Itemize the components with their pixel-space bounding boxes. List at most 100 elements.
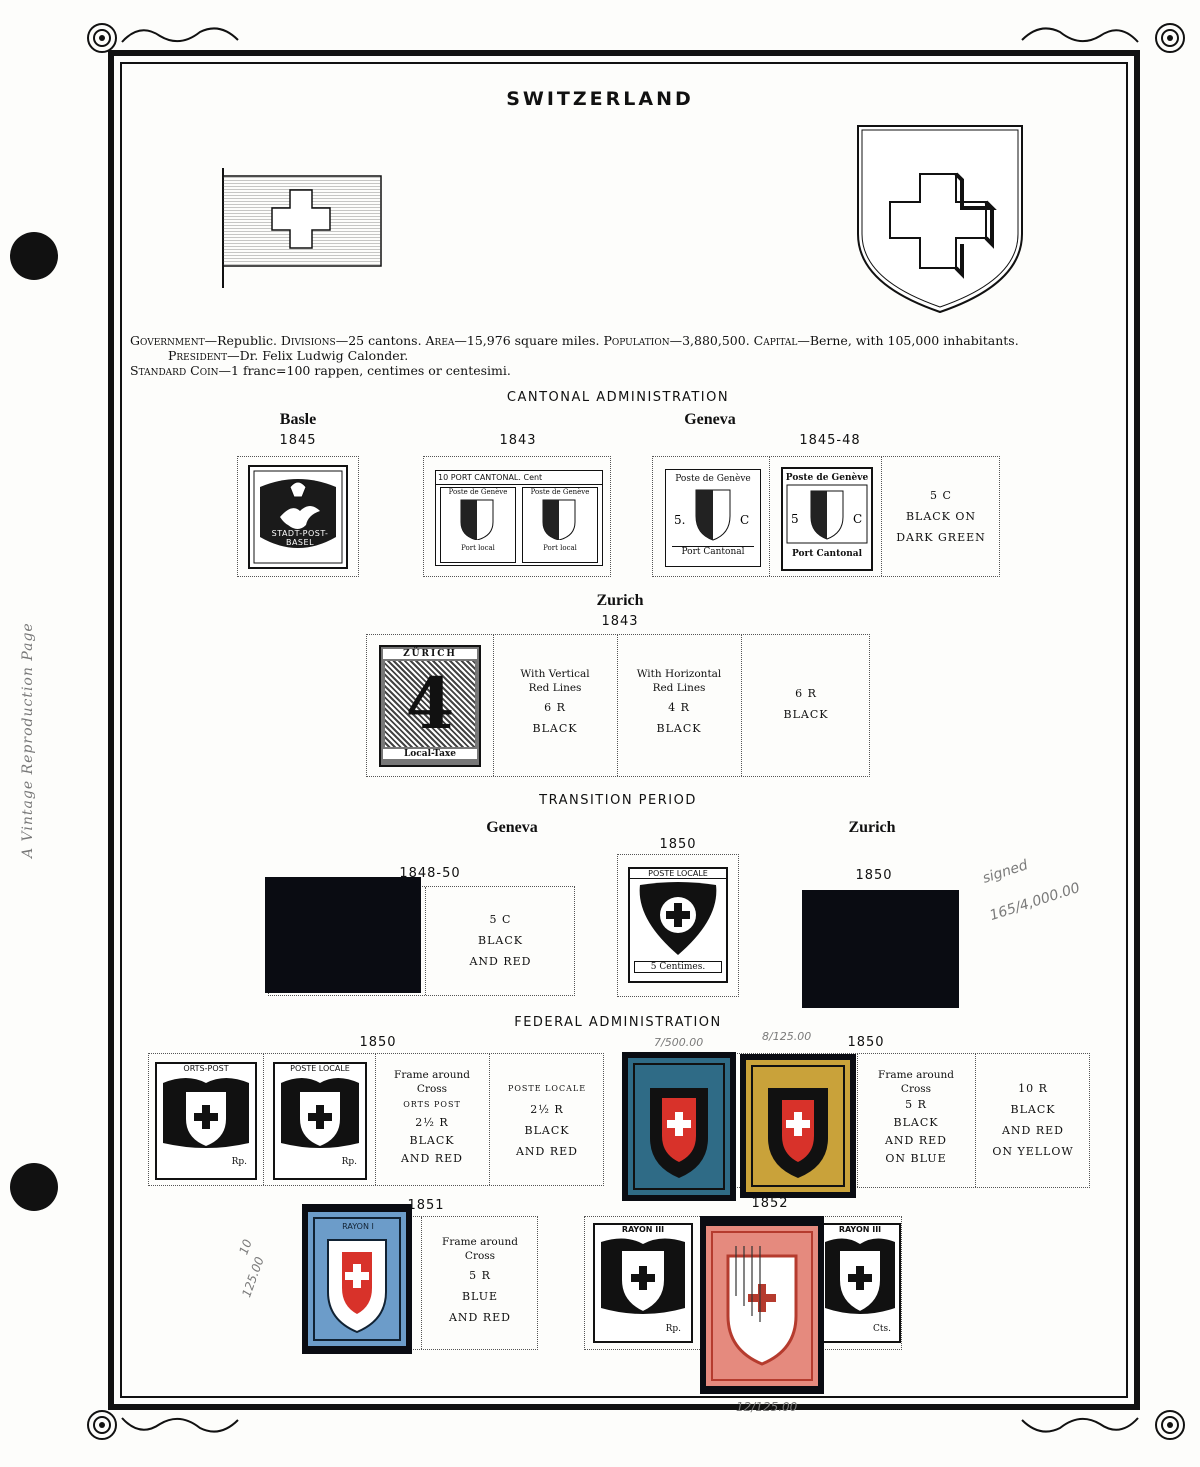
stamp-rayon-i-blue-5r[interactable] — [628, 1058, 730, 1195]
stamp-zurich-4[interactable]: ZÜRICH 4 Local-Taxe — [379, 645, 481, 767]
divider — [857, 1054, 858, 1187]
desc-federal-5r: Frame around Cross 5 R BLACK AND RED ON … — [878, 1069, 954, 1165]
stamp-poste-locale-5c[interactable]: POSTE LOCALE 5 Centimes. — [628, 867, 728, 983]
year-basle: 1845 — [279, 433, 317, 448]
info-line-2: President—Dr. Felix Ludwig Calonder. — [168, 348, 409, 363]
info-line-1: Government—Republic. Divisions—25 canton… — [130, 333, 1019, 348]
coat-of-arms-icon — [857, 125, 1023, 314]
divider — [617, 635, 618, 776]
scroll-ornament-icon — [1021, 1417, 1139, 1433]
swiss-cross-shield-icon — [711, 1231, 813, 1381]
year-1852: 1852 — [751, 1196, 789, 1211]
stamp-geneva-double-header: 10 PORT CANTONAL. Cent — [436, 471, 602, 485]
stamp-space-federal-left[interactable]: ORTS-POST Rp. POSTE LOCALE Rp. Frame aro… — [148, 1053, 604, 1186]
stamp-space-zurich[interactable]: ZÜRICH 4 Local-Taxe With Vertical Red Li… — [366, 634, 870, 777]
stamp-rayon-iii-15cts[interactable]: RAYON III Cts. — [819, 1223, 901, 1343]
year-zurich: 1843 — [601, 614, 639, 629]
desc-geneva-5c: 5 C BLACK ON DARK GREEN — [896, 489, 986, 544]
stamp-rayon-iii-red[interactable] — [706, 1226, 818, 1386]
pencil-note-10r: 8/125.00 — [762, 1030, 812, 1043]
page-frame-outer — [108, 50, 1140, 1410]
stamp-space-geneva-1843[interactable]: 10 PORT CANTONAL. Cent Poste de Genève P… — [423, 456, 611, 577]
swiss-cross-shield-icon — [281, 1078, 359, 1149]
corner-ornament-icon — [1155, 23, 1185, 53]
swiss-cross-shield-icon — [313, 1217, 401, 1341]
year-federal-right: 1850 — [847, 1035, 885, 1050]
stamp-space-federal-right[interactable]: Frame around Cross 5 R BLACK AND RED ON … — [622, 1053, 1090, 1188]
swiss-cross-shield-icon — [825, 1238, 895, 1314]
desc-zurich-horizontal: With Horizontal Red Lines 4 R BLACK — [636, 668, 722, 735]
stamp-rayon-i-light-blue[interactable]: RAYON I — [308, 1212, 406, 1346]
stamp-orts-post[interactable]: ORTS-POST Rp. — [155, 1062, 257, 1180]
svg-text:C: C — [853, 512, 862, 526]
page-frame-inner — [120, 62, 1128, 1398]
year-geneva-1843: 1843 — [499, 433, 537, 448]
divider — [975, 1054, 976, 1187]
year-geneva-1845: 1845-48 — [799, 433, 861, 448]
desc-federal-10r: 10 R BLACK AND RED ON YELLOW — [992, 1082, 1074, 1158]
mount-card-geneva — [265, 877, 421, 993]
geneva-arms-icon: 5. C — [674, 489, 749, 541]
page-title: SWITZERLAND — [506, 88, 694, 110]
svg-text:5.: 5. — [674, 513, 685, 527]
mount-card-zurich — [802, 890, 959, 1008]
divider — [493, 635, 494, 776]
desc-zurich-vertical: With Vertical Red Lines 6 R BLACK — [520, 668, 590, 735]
desc-geneva-transition: 5 C BLACK AND RED — [469, 913, 532, 968]
country-info: Government—Republic. Divisions—25 canton… — [130, 333, 1120, 378]
svg-text:5: 5 — [791, 512, 799, 526]
binder-hole-bottom — [10, 1163, 58, 1211]
stamp-space-basle[interactable]: STADT-POST-BASEL — [237, 456, 359, 577]
pencil-note-5r: 7/500.00 — [654, 1036, 704, 1049]
stamp-geneva-double[interactable]: 10 PORT CANTONAL. Cent Poste de Genève P… — [435, 470, 603, 566]
region-geneva-transition: Geneva — [486, 819, 538, 836]
divider — [881, 457, 882, 576]
stamp-half-right: Poste de Genève Port local — [522, 487, 598, 563]
svg-text:C: C — [740, 513, 749, 527]
stamp-poste-locale-2half[interactable]: POSTE LOCALE Rp. — [273, 1062, 367, 1180]
section-heading-transition: TRANSITION PERIOD — [539, 793, 697, 808]
section-heading-cantonal: CANTONAL ADMINISTRATION — [506, 390, 730, 405]
stamp-half-left: Poste de Genève Port local — [440, 487, 516, 563]
region-zurich-transition: Zurich — [848, 819, 896, 836]
stamp-space-transition-1850[interactable]: POSTE LOCALE 5 Centimes. — [617, 854, 739, 997]
swiss-cross-shield-icon — [633, 1063, 725, 1190]
divider — [263, 1054, 264, 1185]
year-zurich-transition: 1850 — [855, 868, 893, 883]
scroll-ornament-icon — [1021, 27, 1139, 43]
desc-zurich-6r: 6 R BLACK — [783, 687, 829, 721]
divider — [769, 457, 770, 576]
stamp-rayon-iii-15rp[interactable]: RAYON III Rp. — [593, 1223, 693, 1343]
stamp-space-geneva-1845[interactable]: Poste de Genève 5.C Port Cantonal Poste … — [652, 456, 1000, 577]
swiss-cross-shield-icon — [751, 1065, 845, 1187]
corner-ornament-icon — [87, 1410, 117, 1440]
geneva-arms-icon — [460, 499, 494, 541]
stamp-rayon-ii-yellow-10r[interactable] — [746, 1060, 850, 1192]
swiss-cross-shield-icon — [639, 882, 717, 955]
swiss-cross-shield-icon — [163, 1078, 249, 1149]
divider — [489, 1054, 490, 1185]
stamp-basle-text: STADT-POST-BASEL — [271, 529, 329, 547]
divider — [375, 1054, 376, 1185]
pencil-note-bottom: 12/125.00 — [736, 1400, 798, 1414]
stamp-basle-dove[interactable] — [248, 465, 348, 569]
year-1851: 1851 — [407, 1198, 445, 1213]
divider — [741, 635, 742, 776]
year-transition-mid: 1850 — [659, 837, 697, 852]
region-geneva: Geneva — [684, 411, 736, 428]
region-basle: Basle — [279, 411, 317, 428]
section-heading-federal: FEDERAL ADMINISTRATION — [514, 1015, 722, 1030]
swiss-cross-shield-icon — [601, 1238, 685, 1314]
stamp-geneva-5c-large[interactable]: Poste de Genève 5.C Port Cantonal — [665, 469, 761, 567]
geneva-arms-icon — [542, 499, 576, 541]
desc-1851: Frame around Cross 5 R BLUE AND RED — [442, 1236, 518, 1324]
region-zurich: Zurich — [596, 592, 644, 609]
divider — [421, 1217, 422, 1349]
stamp-space-1851[interactable]: Frame around Cross 5 R BLUE AND RED — [306, 1216, 538, 1350]
corner-ornament-icon — [87, 23, 117, 53]
info-line-3: Standard Coin—1 franc=100 rappen, centim… — [130, 363, 511, 378]
stamp-space-geneva-transition[interactable]: 5 C BLACK AND RED — [268, 886, 575, 996]
